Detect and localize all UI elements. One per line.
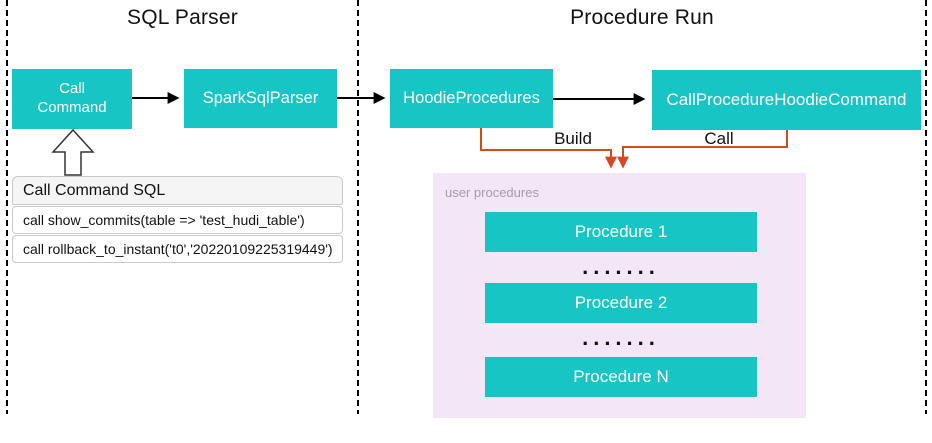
node-call-procedure-hoodie-command-label: CallProcedureHoodieCommand bbox=[666, 90, 907, 110]
dashed-border-left bbox=[6, 0, 8, 414]
sql-parser-section-title: SQL Parser bbox=[127, 6, 238, 29]
ellipsis-dots: ....... bbox=[582, 254, 660, 279]
sql-table-row: call show_commits(table => 'test_hudi_ta… bbox=[12, 206, 343, 234]
dashed-border-right bbox=[925, 0, 927, 414]
user-procedures-container: user procedures Procedure 1 ....... Proc… bbox=[433, 173, 806, 418]
node-hoodie-procedures: HoodieProcedures bbox=[390, 69, 553, 128]
call-edge-label: Call bbox=[704, 129, 734, 148]
ellipsis-dots: ....... bbox=[582, 325, 660, 350]
sql-table-header: Call Command SQL bbox=[12, 176, 343, 205]
node-hoodie-procedures-label: HoodieProcedures bbox=[403, 89, 540, 108]
procedure-run-section-title: Procedure Run bbox=[570, 6, 714, 29]
hollow-up-arrow bbox=[51, 128, 95, 176]
build-edge-label: Build bbox=[554, 129, 592, 148]
procedure-1-box: Procedure 1 bbox=[485, 212, 757, 252]
node-spark-sql-parser-label: SparkSqlParser bbox=[202, 89, 319, 108]
node-call-command: Call Command bbox=[12, 69, 132, 129]
node-spark-sql-parser: SparkSqlParser bbox=[184, 69, 337, 128]
sql-table-row: call rollback_to_instant('t0','202201092… bbox=[12, 235, 343, 263]
dashed-border-middle bbox=[357, 0, 359, 414]
procedure-2-box: Procedure 2 bbox=[485, 283, 757, 323]
node-call-procedure-hoodie-command: CallProcedureHoodieCommand bbox=[652, 70, 921, 130]
user-procedures-label: user procedures bbox=[445, 185, 539, 200]
node-call-command-label: Call Command bbox=[37, 80, 107, 116]
procedure-n-box: Procedure N bbox=[485, 357, 757, 397]
